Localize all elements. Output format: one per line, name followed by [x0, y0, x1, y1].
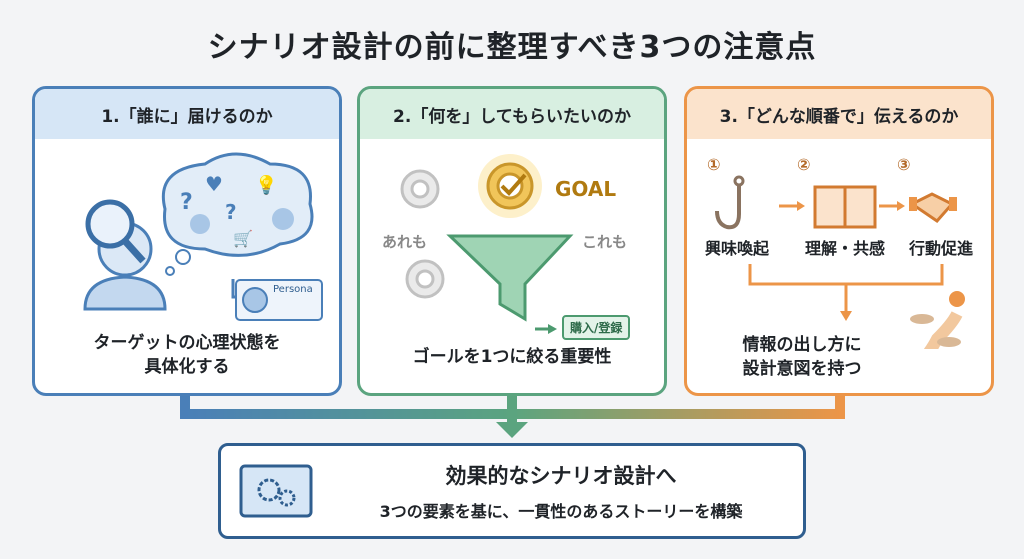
result-subtitle: 3つの要素を基に、一貫性のあるストーリーを構築: [379, 502, 743, 521]
hook-icon: [715, 184, 741, 230]
target-icon: [400, 169, 440, 209]
caption-line: ターゲットの心理状態を: [93, 333, 281, 353]
card-caption: ターゲットの心理状態を具体化する: [35, 331, 339, 379]
step-label: 理解・共感: [805, 239, 886, 258]
result-box: 効果的なシナリオ設計へ 3つの要素を基に、一貫性のあるストーリーを構築: [218, 443, 806, 539]
book-icon: [813, 185, 877, 229]
conversion-badge: 購入/登録: [562, 315, 631, 340]
step-number: ③: [897, 155, 911, 174]
target-icon: [405, 259, 445, 299]
goal-label: GOAL: [555, 177, 617, 201]
card-what: 2.「何を」してもらいたいのか GOAL あれも これも 購入/登録 ゴールを1…: [357, 86, 667, 396]
step-label: 行動促進: [909, 239, 974, 258]
svg-text:?: ?: [180, 190, 193, 215]
right-label: これも: [582, 233, 628, 251]
card-heading: 2.「何を」してもらいたいのか: [360, 89, 664, 139]
goal-target-icon: [478, 154, 542, 218]
step-number: ①: [707, 155, 721, 174]
card-who: 1.「誰に」届けるのか ?? ♥ 💡 🛒 Persona ターゲットの心理状態を具…: [32, 86, 342, 396]
card-caption: ゴールを1つに絞る重要性: [412, 347, 612, 367]
card-heading: 1.「誰に」届けるのか: [35, 89, 339, 139]
caption-line: 設計意図を持つ: [742, 359, 862, 379]
left-label: あれも: [382, 233, 428, 251]
card-order: 3.「どんな順番で」伝えるのか ① ② ③ 興味喚起 理解・共感 行動促進 情報…: [684, 86, 994, 396]
persona-avatar-icon: [242, 287, 268, 313]
caption-line: 具体化する: [144, 357, 230, 377]
persona-card: Persona: [235, 279, 323, 321]
funnel-icon: [446, 234, 574, 322]
step-label: 興味喚起: [705, 239, 770, 258]
result-title: 効果的なシナリオ設計へ: [445, 464, 677, 488]
goal-funnel-illustration: [400, 154, 574, 334]
target-illustration: ?? ♥ 💡 🛒: [83, 152, 314, 311]
persona-label: Persona: [273, 284, 313, 295]
card-heading: 3.「どんな順番で」伝えるのか: [687, 89, 991, 139]
step-number: ②: [797, 155, 811, 174]
blueprint-gears-icon: [239, 464, 313, 518]
svg-text:♥: ♥: [205, 172, 223, 196]
caption-line: 情報の出し方に: [742, 335, 862, 355]
svg-text:🛒: 🛒: [233, 229, 253, 248]
roadmap-icon: [910, 291, 965, 349]
magnifier-icon: [85, 199, 146, 264]
step-flow: [715, 175, 965, 349]
svg-text:💡: 💡: [255, 174, 277, 196]
card-caption: 情報の出し方に設計意図を持つ: [707, 333, 897, 381]
handshake-icon: [909, 192, 957, 223]
page-title: シナリオ設計の前に整理すべき3つの注意点: [207, 30, 817, 65]
svg-text:?: ?: [225, 200, 237, 224]
